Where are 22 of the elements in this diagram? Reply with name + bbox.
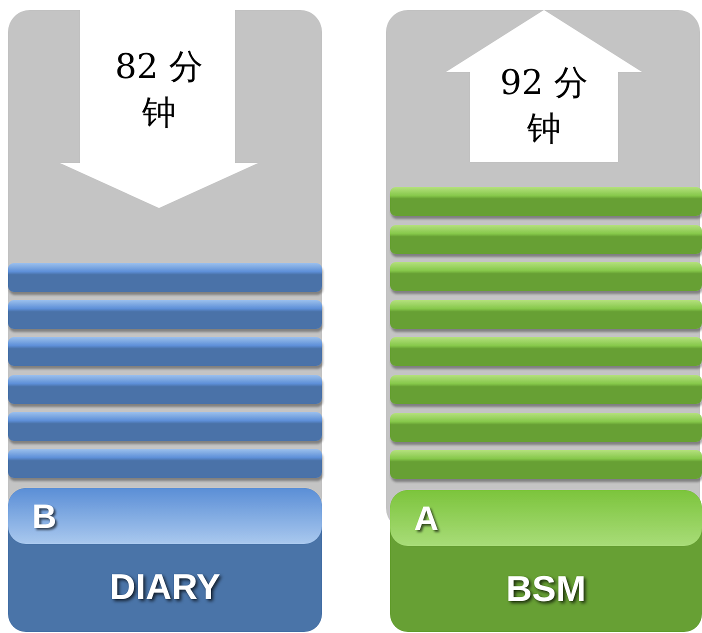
layer-bar (8, 412, 322, 441)
group-block (8, 488, 322, 632)
layer-bar (8, 263, 322, 292)
group-block (390, 490, 702, 632)
duration-label: 82 分钟 (114, 46, 204, 135)
group-name: DIARY (108, 566, 222, 608)
duration-label: 92 分钟 (498, 62, 590, 151)
group-letter: A (414, 500, 439, 539)
layer-bar (390, 224, 702, 254)
layer-bar (8, 374, 322, 404)
layer-bar (390, 375, 702, 404)
layer-bar (390, 337, 702, 366)
group-name: BSM (505, 568, 587, 610)
layer-bar (8, 449, 322, 478)
group-letter: B (32, 498, 57, 537)
layer-bar (390, 262, 702, 292)
layer-bar (390, 412, 702, 442)
layer-bar (8, 337, 322, 366)
layer-bar (390, 450, 702, 480)
layer-bar (390, 187, 702, 216)
layer-bar (8, 300, 322, 330)
layer-bar (390, 300, 702, 329)
